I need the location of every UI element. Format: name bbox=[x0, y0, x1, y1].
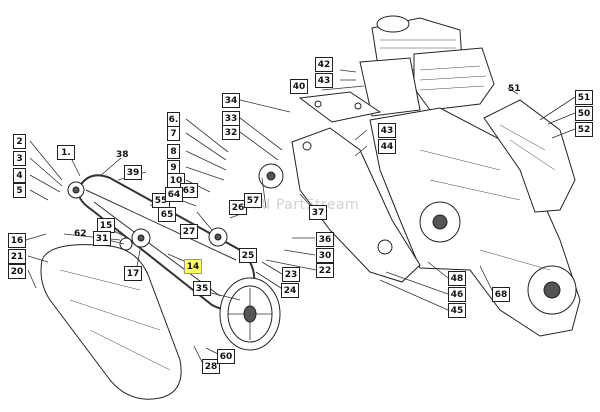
callout-14-highlighted[interactable]: 14 bbox=[184, 259, 202, 274]
callout-3[interactable]: 3 bbox=[13, 151, 26, 166]
callout-36[interactable]: 36 bbox=[316, 232, 334, 247]
callout-42[interactable]: 42 bbox=[315, 57, 333, 72]
callout-1[interactable]: 1. bbox=[57, 145, 75, 160]
callout-27[interactable]: 27 bbox=[180, 224, 198, 239]
callout-62[interactable]: 62 bbox=[74, 229, 87, 239]
callout-31[interactable]: 31 bbox=[93, 231, 111, 246]
callout-45[interactable]: 45 bbox=[448, 303, 466, 318]
callout-16[interactable]: 16 bbox=[8, 233, 26, 248]
callout-33[interactable]: 33 bbox=[222, 111, 240, 126]
callout-21[interactable]: 21 bbox=[8, 249, 26, 264]
callout-5[interactable]: 5 bbox=[13, 183, 26, 198]
watermark: ARI PartStream bbox=[246, 197, 360, 213]
left-belt-guard-drawing bbox=[40, 244, 182, 400]
callout-35[interactable]: 35 bbox=[193, 281, 211, 296]
callout-40[interactable]: 40 bbox=[290, 79, 308, 94]
small-pulleys-drawing bbox=[67, 163, 284, 251]
callout-52[interactable]: 52 bbox=[575, 122, 593, 137]
callout-26[interactable]: 26 bbox=[229, 200, 247, 215]
callout-63[interactable]: 63 bbox=[180, 183, 198, 198]
mounting-bracket-drawing bbox=[298, 91, 382, 123]
callout-23[interactable]: 23 bbox=[282, 267, 300, 282]
callout-24[interactable]: 24 bbox=[281, 283, 299, 298]
callout-68[interactable]: 68 bbox=[492, 287, 510, 302]
callout-28[interactable]: 28 bbox=[202, 359, 220, 374]
callout-17[interactable]: 17 bbox=[124, 266, 142, 281]
callout-25[interactable]: 25 bbox=[239, 248, 257, 263]
callout-38[interactable]: 38 bbox=[116, 150, 129, 160]
callout-7[interactable]: 7 bbox=[167, 126, 180, 141]
callout-8[interactable]: 8 bbox=[167, 144, 180, 159]
callout-39[interactable]: 39 bbox=[124, 165, 142, 180]
callout-57[interactable]: 57 bbox=[244, 193, 262, 208]
callout-51-right[interactable]: 51 bbox=[575, 90, 593, 105]
callout-51-top[interactable]: 51 bbox=[508, 84, 521, 94]
callout-48[interactable]: 48 bbox=[448, 271, 466, 286]
callout-32[interactable]: 32 bbox=[222, 125, 240, 140]
callout-44[interactable]: 44 bbox=[378, 139, 396, 154]
callout-50[interactable]: 50 bbox=[575, 106, 593, 121]
callout-6[interactable]: 6. bbox=[167, 112, 180, 127]
callout-43-middle[interactable]: 43 bbox=[378, 123, 396, 138]
callout-34[interactable]: 34 bbox=[222, 93, 240, 108]
callout-46[interactable]: 46 bbox=[448, 287, 466, 302]
callout-37[interactable]: 37 bbox=[309, 205, 327, 220]
callout-20[interactable]: 20 bbox=[8, 264, 26, 279]
callout-64[interactable]: 64 bbox=[165, 187, 183, 202]
large-pulley-drawing bbox=[219, 277, 281, 351]
callout-22[interactable]: 22 bbox=[316, 263, 334, 278]
engine-drawing bbox=[359, 15, 495, 117]
callout-65[interactable]: 65 bbox=[158, 207, 176, 222]
callout-43-top[interactable]: 43 bbox=[315, 73, 333, 88]
right-belt-guard-drawing bbox=[483, 99, 576, 213]
callout-2[interactable]: 2 bbox=[13, 134, 26, 149]
callout-60[interactable]: 60 bbox=[217, 349, 235, 364]
callout-30[interactable]: 30 bbox=[316, 248, 334, 263]
center-plate-drawing bbox=[291, 127, 421, 283]
callout-4[interactable]: 4 bbox=[13, 168, 26, 183]
